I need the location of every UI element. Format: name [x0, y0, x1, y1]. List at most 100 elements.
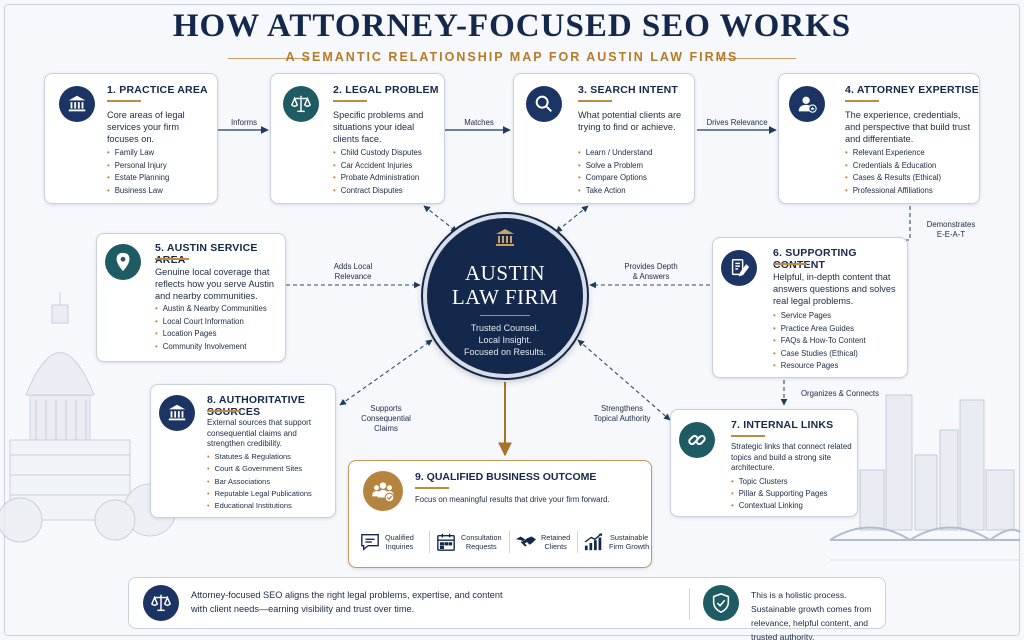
scales-icon	[283, 86, 319, 122]
card-title: 3. SEARCH INTENT	[578, 84, 679, 96]
title-rule	[773, 263, 807, 265]
title-rule	[155, 258, 189, 260]
list-item: Compare Options	[578, 172, 652, 185]
title-rule	[731, 435, 765, 437]
list-item: Statutes & Regulations	[207, 451, 312, 463]
label-line: Claims	[374, 424, 398, 433]
title-rule	[207, 410, 241, 412]
title-rule	[845, 100, 879, 102]
label-strengthens: Strengthens Topical Authority	[582, 404, 662, 424]
hub-rule	[480, 315, 530, 316]
list-item: Resource Pages	[773, 360, 866, 373]
outcome-divider	[429, 531, 430, 553]
card-description: What potential clients are trying to fin…	[578, 110, 682, 132]
footer-left-text: Attorney-focused SEO aligns the right le…	[191, 588, 503, 616]
card-list: Statutes & Regulations Court & Governmen…	[207, 451, 312, 512]
label-line: Adds Local	[333, 262, 373, 271]
list-item: Service Pages	[773, 310, 866, 323]
outcome-divider	[577, 531, 578, 553]
card-title: 8. AUTHORITATIVE SOURCES	[207, 394, 306, 418]
outcome-divider	[509, 531, 510, 553]
list-item: Contextual Linking	[731, 500, 828, 512]
list-item: Credentials & Education	[845, 160, 941, 173]
list-item: FAQs & How-To Content	[773, 335, 866, 348]
card-list: Relevant Experience Credentials & Educat…	[845, 147, 941, 197]
card-authoritative-sources: 8. AUTHORITATIVE SOURCES External source…	[150, 384, 336, 518]
card-description: Specific problems and situations your id…	[333, 110, 424, 144]
card-description: External sources that support consequent…	[207, 418, 312, 448]
list-item: Austin & Nearby Communities	[155, 303, 267, 316]
scales-icon	[143, 585, 179, 621]
label-line: Consequential	[361, 414, 411, 423]
arrow-legal-hub	[423, 205, 458, 233]
capitol-illustration	[0, 292, 177, 543]
card-description: Genuine local coverage that reflects how…	[155, 267, 274, 301]
card-list: Topic Clusters Pillar & Supporting Pages…	[731, 476, 828, 512]
list-item: Learn / Understand	[578, 147, 653, 160]
magnifier-icon	[526, 86, 562, 122]
list-item: Community Involvement	[155, 341, 267, 354]
card-qualified-business-outcome: 9. QUALIFIED BUSINESS OUTCOME Focus on m…	[348, 460, 652, 568]
card-description: Helpful, in-depth content that answers q…	[773, 272, 896, 306]
title-rule	[578, 100, 612, 102]
subtitle-rule-left	[228, 58, 308, 59]
card-list: Austin & Nearby Communities Local Court …	[155, 303, 267, 353]
arrow-strengthens	[577, 339, 671, 421]
list-item: Practice Area Guides	[773, 323, 866, 336]
arrow-demonstrates	[892, 206, 911, 244]
list-item: Family Law	[107, 147, 169, 160]
footer-summary: Attorney-focused SEO aligns the right le…	[128, 577, 886, 640]
courthouse-icon	[159, 395, 195, 431]
label-matches: Matches	[464, 118, 494, 127]
outcome-title: 9. QUALIFIED BUSINESS OUTCOME	[415, 471, 597, 483]
hub-tagline-2: Local Insight.	[478, 335, 532, 345]
document-pen-icon	[721, 250, 757, 286]
title-rule	[333, 100, 367, 102]
list-item: Pillar & Supporting Pages	[731, 488, 828, 500]
card-supporting-content: 6. SUPPORTING CONTENT Helpful, in-depth …	[712, 237, 908, 378]
footer-line: with client needs—earning visibility and…	[191, 604, 415, 614]
chain-link-icon	[679, 422, 715, 458]
skyline-illustration	[829, 394, 1021, 561]
list-item: Local Court Information	[155, 316, 267, 329]
list-item: Child Custody Disputes	[333, 147, 422, 160]
card-title: 5. AUSTIN SERVICE AREA	[155, 242, 258, 266]
title-rule	[415, 487, 449, 489]
list-item: Case Studies (Ethical)	[773, 348, 866, 361]
card-list: Child Custody Disputes Car Accident Inju…	[333, 147, 422, 197]
label-line: Relevance	[334, 272, 372, 281]
list-item: Reputable Legal Publications	[207, 488, 312, 500]
label-demonstrates: Demonstrates E-E-A-T	[916, 220, 986, 240]
list-item: Business Law	[107, 185, 169, 198]
hub-tagline-3: Focused on Results.	[463, 347, 547, 357]
card-legal-problem: 2. LEGAL PROBLEM Specific problems and s…	[270, 73, 445, 204]
list-item: Car Accident Injuries	[333, 160, 422, 173]
hub-name-line2: LAW FIRM	[451, 285, 559, 309]
page-subtitle: A SEMANTIC RELATIONSHIP MAP FOR AUSTIN L…	[285, 50, 739, 64]
title-rule	[107, 100, 141, 102]
list-item: Location Pages	[155, 328, 267, 341]
calendar-icon	[437, 533, 455, 551]
list-item: Bar Associations	[207, 476, 312, 488]
label-line: Supports	[370, 404, 402, 413]
card-description: Strategic links that connect related top…	[731, 442, 852, 472]
label-line: Topical Authority	[593, 414, 651, 423]
label-drives-relevance: Drives Relevance	[706, 118, 768, 127]
card-list: Family Law Personal Injury Estate Planni…	[107, 147, 170, 198]
card-search-intent: 3. SEARCH INTENT What potential clients …	[513, 73, 695, 204]
list-item: Take Action	[578, 185, 652, 198]
list-item: Court & Government Sites	[207, 463, 312, 475]
footer-right-text: This is a holistic process. Sustainable …	[751, 588, 885, 640]
card-internal-links: 7. INTERNAL LINKS Strategic links that c…	[670, 409, 858, 517]
list-item: Probate Administration	[333, 172, 422, 185]
label-line: Provides Depth	[624, 262, 678, 271]
list-item: Estate Planning	[107, 172, 170, 185]
hub-austin-law-firm: AUSTIN LAW FIRM Trusted Counsel. Local I…	[423, 214, 587, 378]
label-informs: Informs	[231, 118, 257, 127]
page-frame	[4, 4, 1020, 636]
